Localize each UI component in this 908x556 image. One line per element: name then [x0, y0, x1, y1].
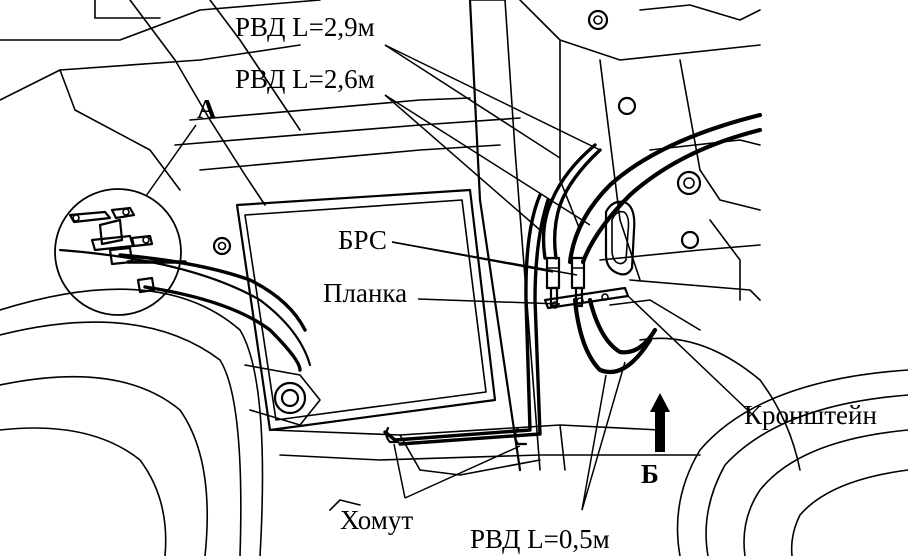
label-detail-a: А [197, 94, 217, 124]
label-hose-2-9: РВД L=2,9м [235, 12, 375, 42]
hydraulic-hoses [118, 112, 763, 446]
label-hose-0-5: РВД L=0,5м [470, 524, 610, 554]
label-planka: Планка [323, 278, 407, 308]
leader-lines [145, 44, 757, 511]
label-khomut: Хомут [340, 505, 413, 535]
label-hose-2-6: РВД L=2,6м [235, 64, 375, 94]
view-b-arrow [650, 393, 670, 452]
detail-a-circle [54, 188, 182, 316]
detail-a-fittings [68, 206, 156, 294]
khomut-clamps [385, 426, 528, 446]
label-kronshtein: Кронштейн [744, 400, 877, 430]
label-view-b: Б [641, 459, 659, 489]
label-brs: БРС [338, 225, 387, 255]
